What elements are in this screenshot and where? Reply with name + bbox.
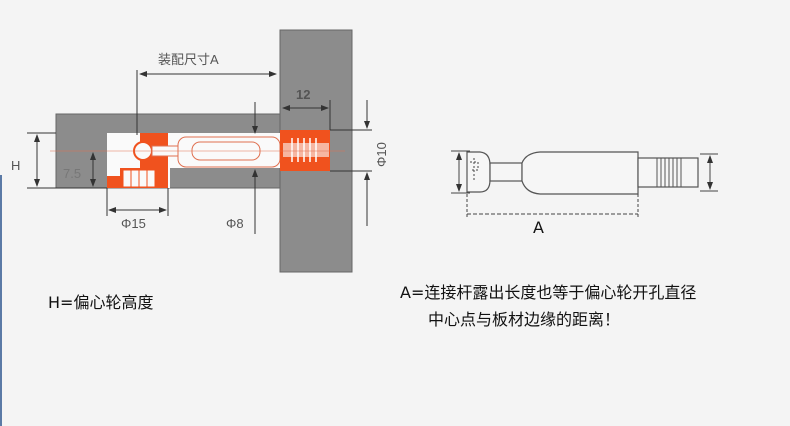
bolt-dimension-lines <box>451 150 718 218</box>
a-definition-line1: A=连接杆露出长度也等于偏心轮开孔直径 <box>400 283 697 302</box>
a-definition-line2: 中心点与板材边缘的距离！ <box>428 310 621 329</box>
dimension-phi10-label: Φ10 <box>374 142 389 167</box>
dimension-phi15-label: Φ15 <box>121 216 146 231</box>
dimension-7-5-label: 7.5 <box>63 166 81 181</box>
dimension-h-label: H <box>11 158 20 173</box>
dimension-12-label: 12 <box>296 87 310 102</box>
dimension-lines <box>27 70 372 234</box>
assembly-dimension-label: 装配尺寸A <box>158 52 219 67</box>
h-definition-caption: H=偏心轮高度 <box>48 293 154 312</box>
left-edge-line <box>0 175 2 426</box>
bolt-dimension-a-label: A <box>533 218 544 237</box>
bolt-side-view <box>466 151 699 195</box>
threaded-insert <box>280 130 330 171</box>
dimension-phi8-label: Φ8 <box>226 216 244 231</box>
